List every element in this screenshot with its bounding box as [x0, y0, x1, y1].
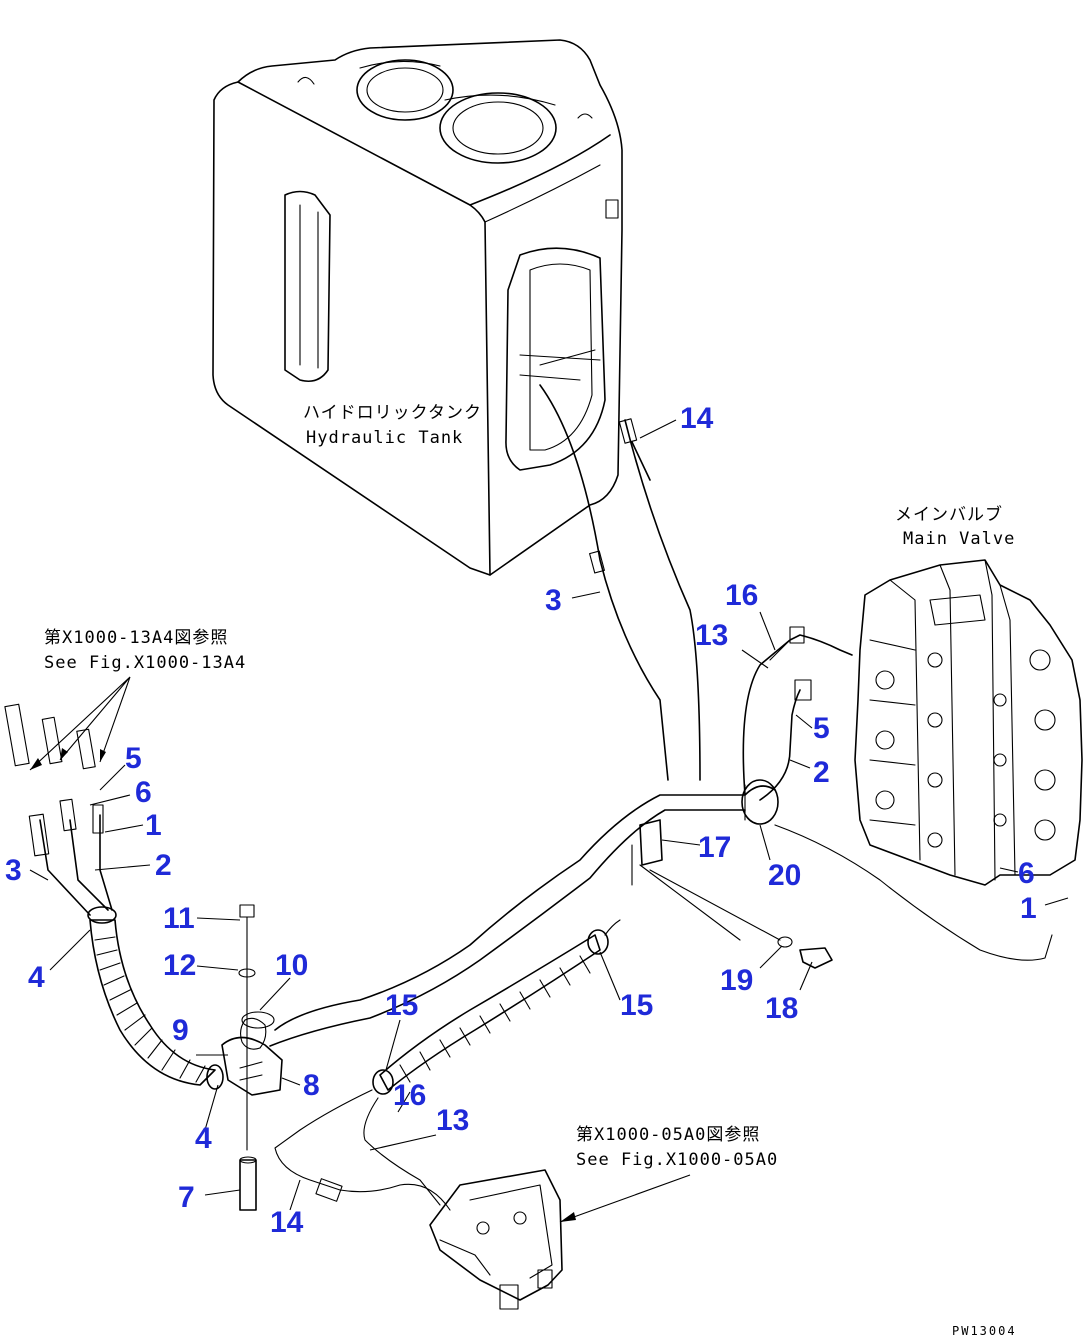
callout-5: 5	[125, 742, 142, 775]
callout-6: 6	[1018, 857, 1035, 890]
pump-bracket	[429, 1169, 563, 1310]
callout-17: 17	[698, 831, 731, 864]
callout-16: 16	[393, 1079, 426, 1112]
callout-13: 13	[436, 1104, 469, 1137]
callout-leaders	[29, 419, 1069, 1211]
callout-1: 1	[1020, 892, 1037, 925]
tank-label-en: Hydraulic Tank	[306, 428, 463, 448]
tank-label-jp: ハイドロリックタンク	[303, 403, 482, 423]
callout-20: 20	[768, 859, 801, 892]
callout-2: 2	[155, 849, 172, 882]
reference-notes: 第X1000-13A4図参照 See Fig.X1000-13A4 第X1000…	[29, 628, 1017, 1338]
callout-7: 7	[178, 1181, 195, 1214]
callout-3: 3	[5, 854, 22, 887]
valve-label-jp: メインバルブ	[895, 504, 1003, 525]
hydraulic-tank: ハイドロリックタンク Hydraulic Tank	[212, 39, 623, 576]
callout-8: 8	[303, 1069, 320, 1102]
callout-9: 9	[172, 1014, 189, 1047]
callout-19: 19	[720, 964, 753, 997]
callout-16: 16	[725, 579, 758, 612]
callout-13: 13	[695, 619, 728, 652]
ref1-label-jp: 第X1000-13A4図参照	[44, 628, 228, 648]
main-valve: メインバルブ Main Valve	[854, 504, 1083, 886]
callout-12: 12	[163, 949, 196, 982]
callout-15: 15	[385, 989, 418, 1022]
spiral-guard	[4, 703, 224, 1090]
ref1-label-en: See Fig.X1000-13A4	[44, 653, 246, 673]
callout-14: 14	[270, 1206, 304, 1239]
ref2-label-en: See Fig.X1000-05A0	[576, 1150, 778, 1170]
callout-numbers: 14 3 16 13 5 2 17 20 6 1 19 18 15 5 6 1 …	[5, 402, 1037, 1239]
drawing-code: PW13004	[952, 1324, 1017, 1338]
callout-10: 10	[275, 949, 308, 982]
clamp-assembly	[221, 904, 283, 1211]
callout-18: 18	[765, 992, 798, 1025]
callout-4: 4	[195, 1122, 212, 1155]
callout-15: 15	[620, 989, 653, 1022]
ref2-label-jp: 第X1000-05A0図参照	[576, 1125, 760, 1145]
callout-1: 1	[145, 809, 162, 842]
callout-14: 14	[680, 402, 714, 435]
callout-6: 6	[135, 776, 152, 809]
hose-lines	[239, 384, 1053, 1211]
callout-2: 2	[813, 756, 830, 789]
callout-11: 11	[163, 902, 195, 935]
callout-5: 5	[813, 712, 830, 745]
callout-4: 4	[28, 961, 45, 994]
valve-label-en: Main Valve	[903, 529, 1015, 549]
callout-3: 3	[545, 584, 562, 617]
